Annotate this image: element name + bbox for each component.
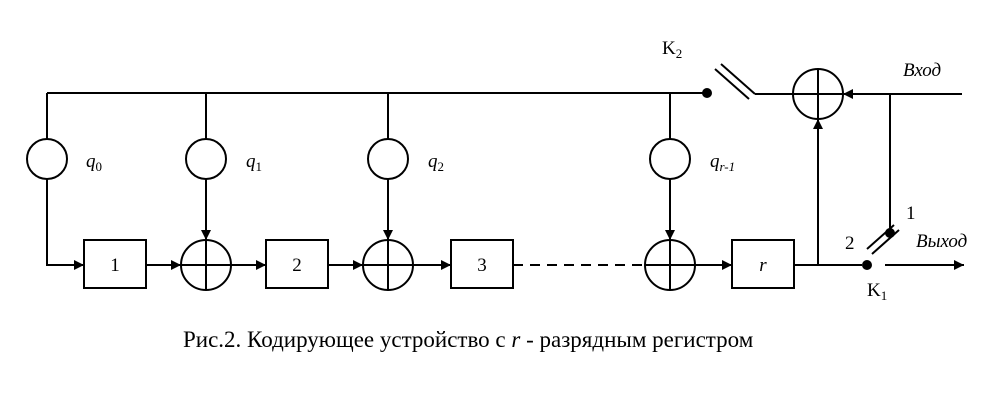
switch-k1-pos1-label: 1 xyxy=(906,203,916,224)
switch-k2-blade-b xyxy=(714,68,750,100)
wire-q0-to-reg1 xyxy=(46,179,84,270)
register-r-label: r xyxy=(759,255,767,276)
register-1-label: 1 xyxy=(110,255,120,276)
multiplier-q2 xyxy=(367,138,409,180)
switch-k2-blade-a xyxy=(720,63,756,95)
k2-contact-dot xyxy=(702,88,712,98)
multiplier-q1 xyxy=(185,138,227,180)
register-3 xyxy=(450,239,514,289)
register-3-label: 3 xyxy=(477,255,487,276)
register-2 xyxy=(265,239,329,289)
switch-k1-blade-b xyxy=(871,229,900,255)
register-1 xyxy=(83,239,147,289)
coef-label-qr1: qr-1 xyxy=(710,151,735,174)
adder-3 xyxy=(644,239,696,291)
multiplier-qr1 xyxy=(649,138,691,180)
register-2-label: 2 xyxy=(292,255,302,276)
input-label: Вход xyxy=(903,60,941,81)
switch-k2-label: K2 xyxy=(662,38,682,61)
input-adder xyxy=(792,68,844,120)
switch-k1-pos2-label: 2 xyxy=(845,233,855,254)
switch-k1-blade-a xyxy=(866,224,895,250)
adder-1 xyxy=(180,239,232,291)
k1-contact-2-dot xyxy=(862,260,872,270)
coef-label-q1: q1 xyxy=(246,151,262,174)
coef-label-q2: q2 xyxy=(428,151,444,174)
output-label: Выход xyxy=(916,231,967,252)
coef-label-q0: q0 xyxy=(86,151,102,174)
adder-2 xyxy=(362,239,414,291)
switch-k1-label: K1 xyxy=(867,280,887,303)
register-r xyxy=(731,239,795,289)
figure-caption: Рис.2. Кодирующее устройство с r - разря… xyxy=(183,327,754,352)
multiplier-q0 xyxy=(26,138,68,180)
